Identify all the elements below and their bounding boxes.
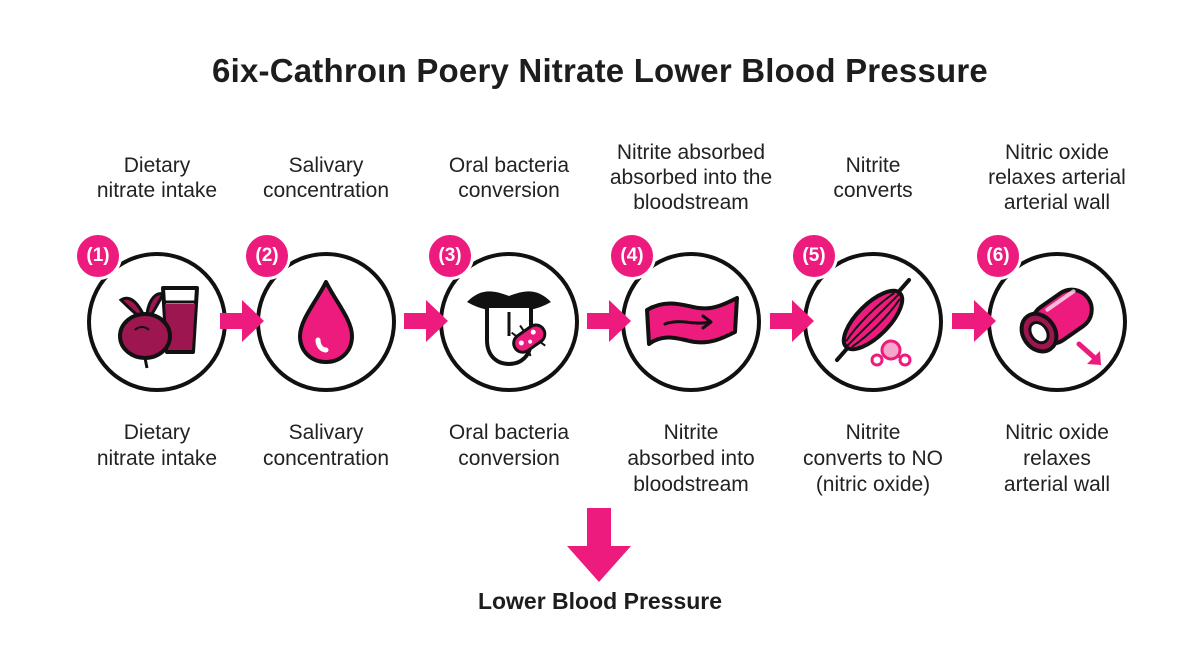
label-line: Nitrite [845, 421, 901, 444]
step-salivary-concentration: Salivary concentration (2) Salivary conc… [231, 0, 421, 670]
step-bottom-label: Nitric oxide relaxes arterial wall [962, 420, 1152, 498]
label-line: bloodstream [633, 473, 749, 496]
step-top-label: Nitric oxide relaxes arterial arterial w… [962, 140, 1152, 215]
arrow-right-icon [952, 300, 996, 342]
label-line: conversion [458, 178, 560, 202]
step-number-badge: (1) [74, 232, 122, 280]
step-number-badge: (5) [790, 232, 838, 280]
step-bottom-label: Salivary concentration [231, 420, 421, 472]
label-line: Nitrite [845, 153, 901, 177]
label-line: relaxes arterial [988, 166, 1126, 189]
step-top-label: Salivary concentration [231, 140, 421, 215]
label-line: arterial wall [1003, 191, 1111, 214]
step-circle [987, 252, 1127, 392]
arrow-right-icon [220, 300, 264, 342]
step-dietary-intake: Dietary nitrate intake (1) Dietary nitra… [62, 0, 252, 670]
label-line: Salivary [288, 153, 364, 177]
label-line: Nitrite [663, 421, 719, 444]
step-nitric-oxide-relaxes: Nitric oxide relaxes arterial arterial w… [962, 0, 1152, 670]
step-top-label: Oral bacteria conversion [414, 140, 604, 215]
step-number-badge: (3) [426, 232, 474, 280]
step-number-badge: (2) [243, 232, 291, 280]
label-line: conversion [458, 447, 560, 470]
label-line: absorbed into [627, 447, 755, 470]
label-line: relaxes [1023, 447, 1091, 470]
diagram-title: 6ix-Cathroιn Poery Nitrate Lower Blood P… [212, 52, 988, 89]
step-number-badge: (4) [608, 232, 656, 280]
arrow-right-icon [587, 300, 631, 342]
step-nitrite-converts: Nitrite converts (5) Nitrite converts to… [778, 0, 968, 670]
label-line: converts [833, 178, 913, 202]
label-line: Oral bacteria [448, 421, 570, 444]
step-bottom-label: Oral bacteria conversion [414, 420, 604, 472]
beet-and-juice-icon [118, 286, 199, 369]
label-line: bloodstream [633, 191, 749, 214]
arrow-right-icon [404, 300, 448, 342]
arrow-right-icon [770, 300, 814, 342]
muscle-molecule-icon [835, 278, 912, 367]
step-bottom-label: Dietary nitrate intake [62, 420, 252, 472]
label-line: arterial wall [1003, 473, 1111, 496]
label-line: nitrate intake [96, 178, 218, 202]
saliva-drop-icon [298, 280, 354, 364]
label-line: Dietary [123, 421, 191, 444]
tongue-bacteria-icon [467, 291, 551, 366]
label-line: Oral bacteria [448, 153, 570, 177]
step-bottom-label: Nitrite converts to NO (nitric oxide) [778, 420, 968, 498]
label-line: Dietary [123, 153, 191, 177]
label-line: Salivary [288, 421, 364, 444]
blood-vessel-flow-icon [645, 296, 739, 346]
label-line: converts to NO [802, 447, 944, 470]
step-top-label: Nitrite absorbed absorbed into the blood… [596, 140, 786, 215]
step-circle [439, 252, 579, 392]
label-line: (nitric oxide) [815, 473, 931, 496]
step-top-label: Nitrite converts [778, 140, 968, 215]
label-line: Nitrite absorbed [616, 141, 766, 164]
label-line: absorbed into the [609, 166, 773, 189]
label-line: Nitric oxide [1005, 421, 1109, 444]
step-number-badge: (6) [974, 232, 1022, 280]
step-top-label: Dietary nitrate intake [62, 140, 252, 215]
label-line: Nitric oxide [1005, 141, 1109, 164]
label-line: concentration [262, 447, 390, 470]
result-label: Lower Blood Pressure [477, 588, 723, 614]
label-line: nitrate intake [96, 447, 218, 470]
artery-icon [1019, 287, 1101, 365]
step-bottom-label: Nitrite absorbed into bloodstream [596, 420, 786, 498]
label-line: concentration [262, 178, 390, 202]
arrow-down-icon [567, 508, 631, 582]
step-oral-bacteria: Oral bacteria conversion (3) [414, 0, 604, 670]
